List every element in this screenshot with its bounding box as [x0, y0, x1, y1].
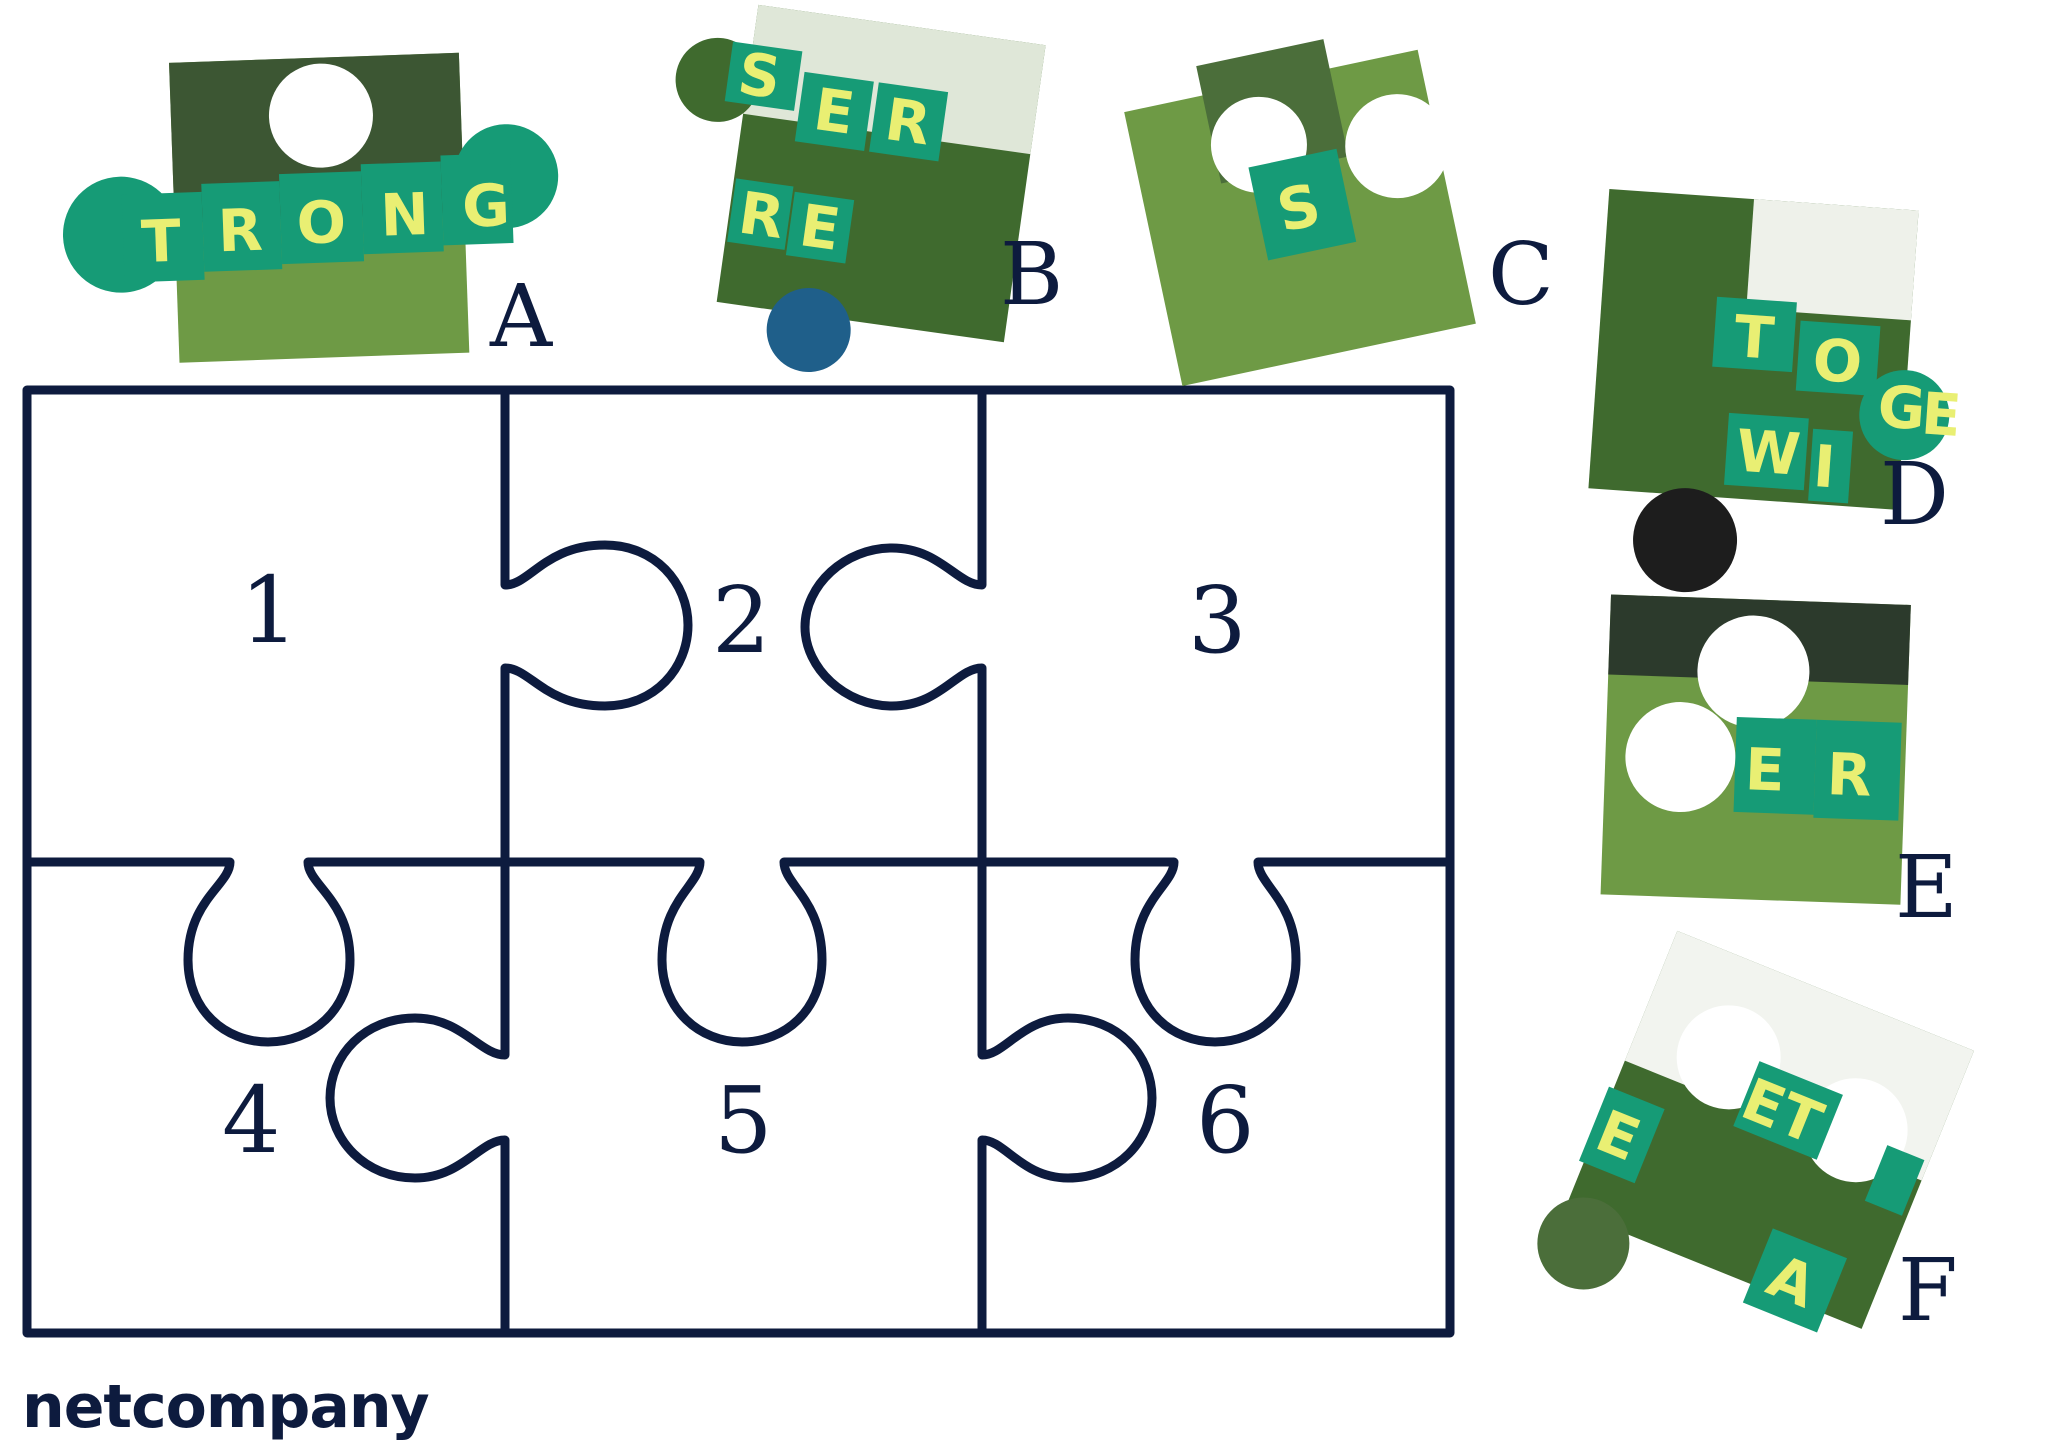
slot-number: 4: [222, 1067, 281, 1174]
puzzle-piece-c[interactable]: S C: [1105, 0, 1565, 387]
board-horizontal-cut: [27, 857, 1450, 1047]
piece-photo: T R O N G: [62, 52, 559, 363]
piece-photo: S: [1124, 39, 1476, 387]
sign-letter: G: [1875, 372, 1927, 443]
sign-letter: O: [296, 188, 348, 258]
sign-letter: E: [1919, 379, 1963, 450]
sign-letter: E: [795, 191, 844, 264]
sign-letter: T: [140, 207, 182, 276]
board-vertical-cut-1: [325, 390, 693, 1333]
sign-letter: O: [1811, 326, 1865, 397]
sign-letter: R: [881, 85, 935, 159]
piece-label-c: C: [1488, 225, 1554, 325]
sign-letter: S: [734, 39, 785, 112]
piece-photo: T O G E W I: [1588, 188, 1963, 593]
puzzle-piece-f[interactable]: E T E A F: [1500, 930, 2020, 1420]
slot-number: 6: [1196, 1067, 1255, 1174]
sign-letter: W: [1734, 417, 1803, 489]
brand-logo: netcompany: [22, 1372, 430, 1442]
slot-number: 5: [714, 1067, 773, 1174]
sign-letter: R: [1826, 740, 1873, 810]
slot-number: 3: [1188, 567, 1247, 674]
sign-letter: T: [1732, 302, 1777, 373]
puzzle-piece-a[interactable]: T R O N G A: [62, 48, 562, 367]
puzzle-piece-e[interactable]: E R E: [1565, 594, 2005, 940]
puzzle-piece-b[interactable]: E R S R E B: [655, 0, 1075, 390]
sign-letter: G: [461, 171, 511, 241]
board-vertical-cut-2: [800, 390, 1157, 1333]
slot-number: 1: [240, 557, 299, 664]
piece-photo: E R S R E: [675, 4, 1046, 373]
piece-label-e: E: [1895, 838, 1958, 938]
piece-label-f: F: [1898, 1241, 1958, 1341]
sign-letter: E: [1744, 735, 1786, 804]
sign-letter: R: [735, 179, 789, 253]
piece-photo: E T E A: [1537, 930, 1974, 1333]
piece-label-a: A: [490, 267, 553, 367]
piece-label-d: D: [1880, 445, 1949, 545]
sign-letter: I: [1811, 432, 1837, 501]
sign-letter: R: [217, 196, 264, 266]
sign-letter: E: [810, 75, 859, 148]
piece-label-b: B: [1000, 225, 1064, 325]
slot-number: 2: [712, 567, 771, 674]
piece-photo: E R: [1600, 594, 1911, 905]
sign-letter: N: [379, 180, 430, 250]
board-frame: [22, 385, 1455, 1338]
puzzle-piece-d[interactable]: T O G E W I D: [1560, 188, 2000, 620]
